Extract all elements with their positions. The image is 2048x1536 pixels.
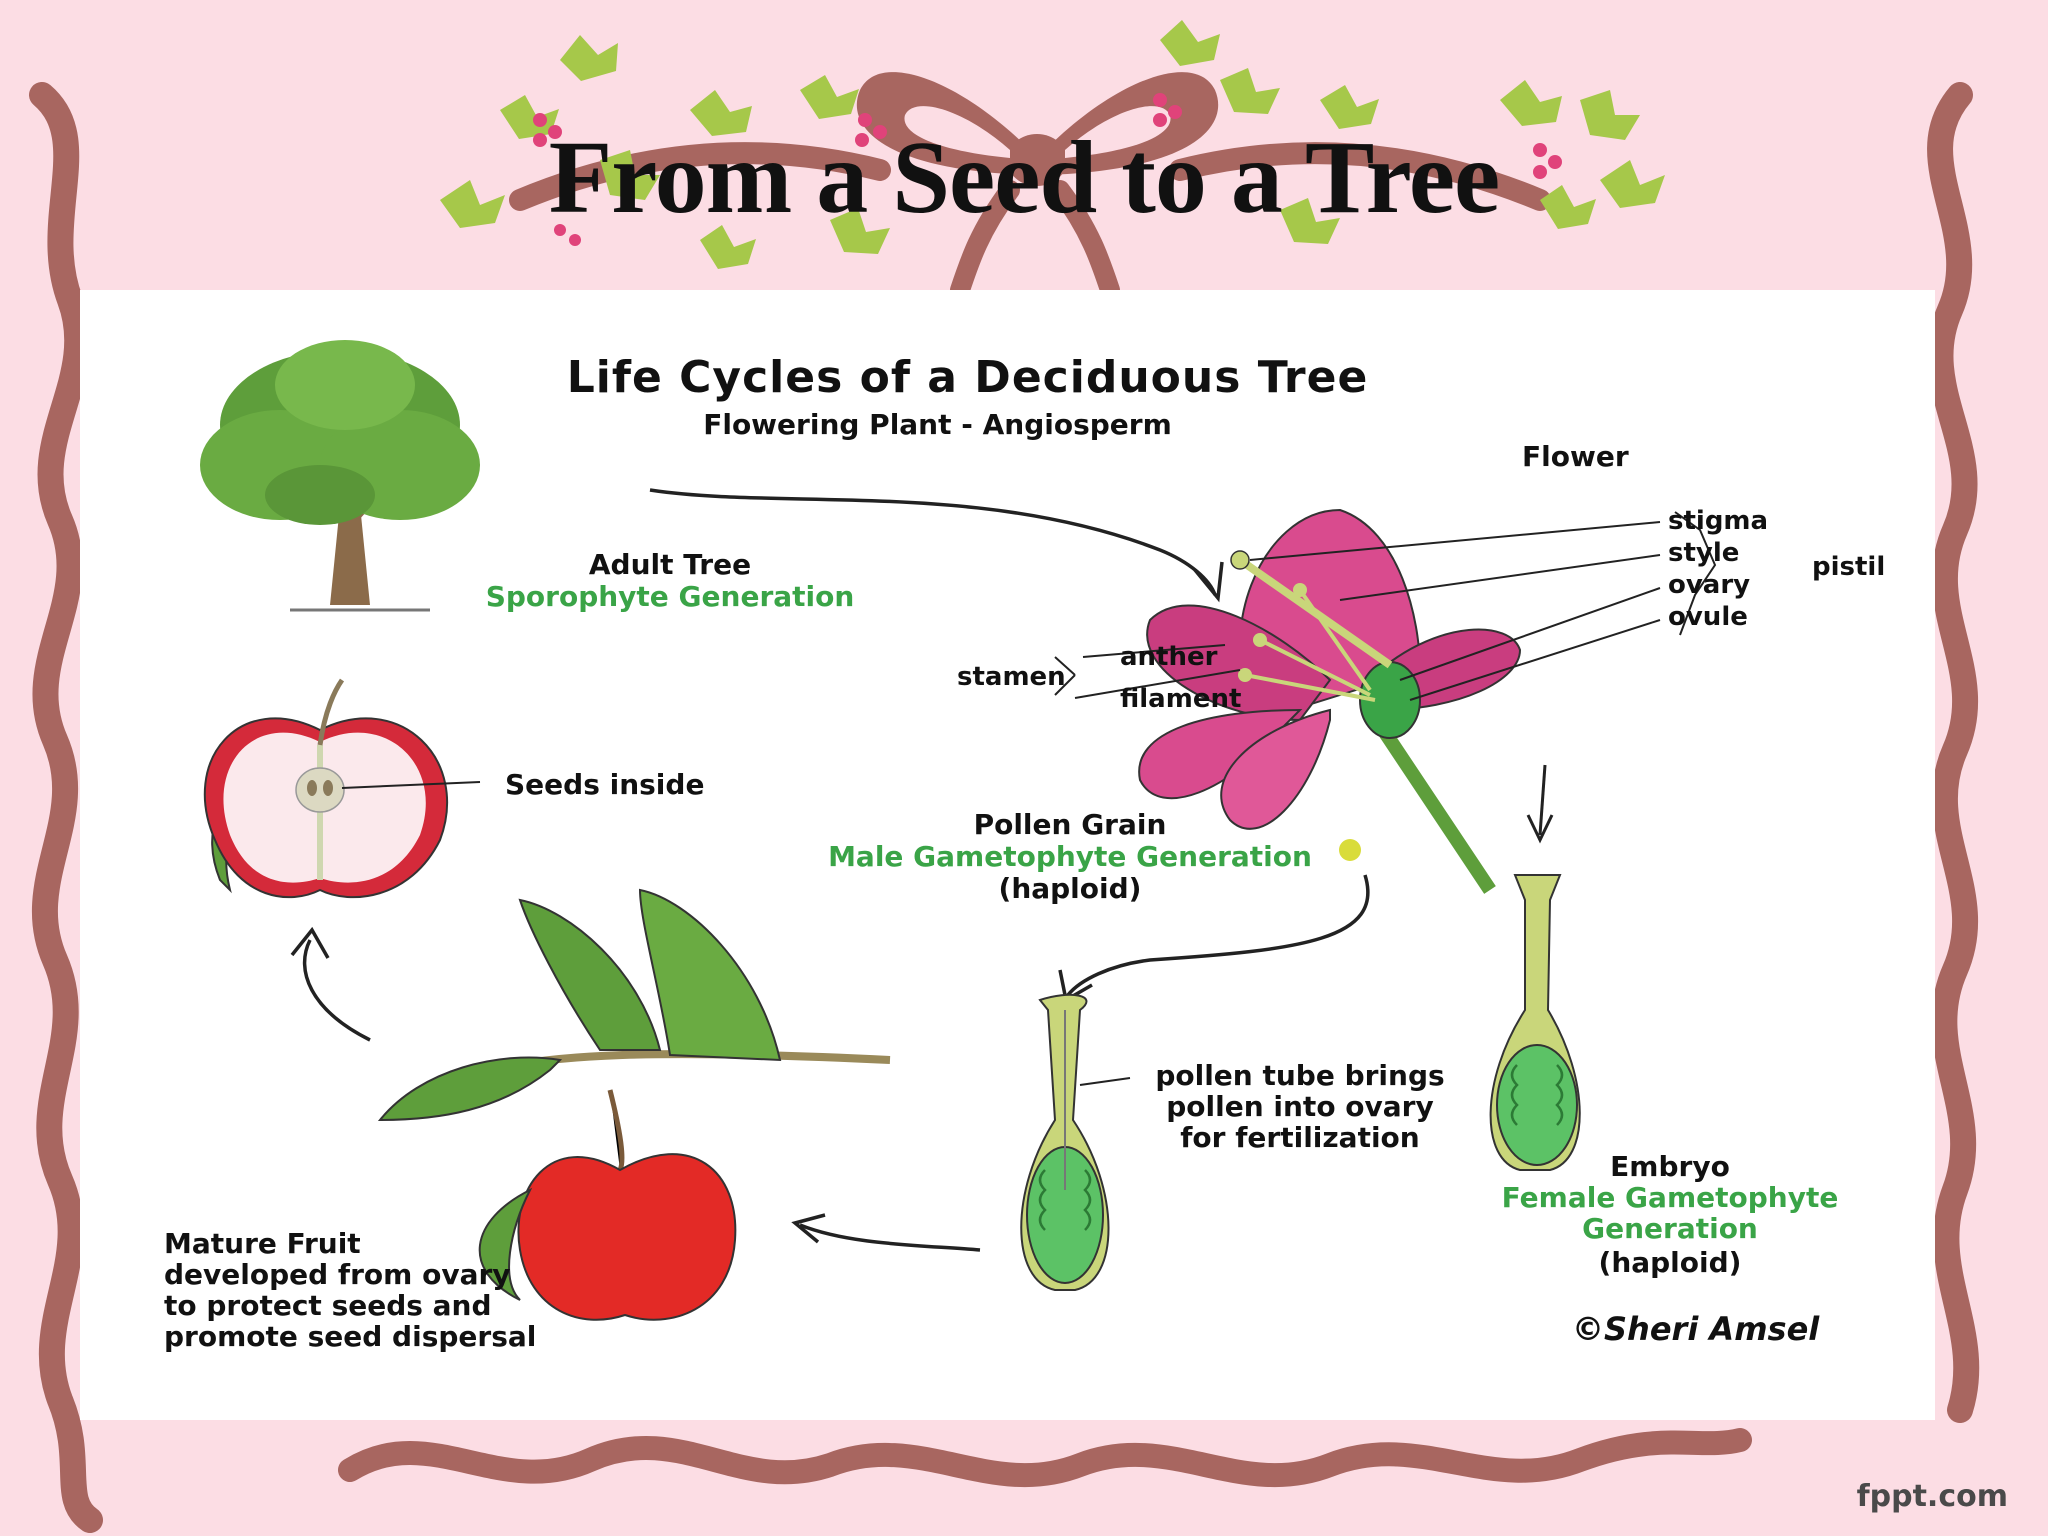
arrow-pistil-to-fruit xyxy=(799,1223,981,1252)
bottom-ribbon xyxy=(338,1428,1752,1488)
pistil-with-pollen-tube xyxy=(1020,993,1131,1291)
style-label: style xyxy=(1668,538,1740,568)
arrow-pollen-to-pistil xyxy=(1066,874,1370,997)
seeds-inside-label: Seeds inside xyxy=(505,768,705,801)
right-ribbon xyxy=(1927,82,1980,1423)
watermark: fppt.com xyxy=(1856,1479,2008,1514)
credit-label: ©Sheri Amsel xyxy=(1572,1310,1820,1348)
pollen-ploidy: (haploid) xyxy=(998,872,1142,905)
flower-label: Flower xyxy=(1522,440,1629,473)
pistil-label: pistil xyxy=(1812,552,1886,582)
arrow-flower-to-embryo xyxy=(1538,764,1547,836)
diagram-title: Life Cycles of a Deciduous Tree xyxy=(566,352,1369,403)
embryo-generation: Female Gametophyte Generation xyxy=(1501,1181,1839,1245)
ovary-label: ovary xyxy=(1668,570,1751,600)
pollen-tube-text: pollen tube brings pollen into ovary for… xyxy=(1155,1059,1445,1154)
stamen-label: stamen xyxy=(957,662,1066,692)
diagram-panel: Life Cycles of a Deciduous Tree Flowerin… xyxy=(80,290,1935,1420)
bow-tail-right xyxy=(1050,180,1120,300)
ovule-label: ovule xyxy=(1668,602,1748,632)
arrow-fruit-to-seeds xyxy=(302,939,371,1042)
stigma-label: stigma xyxy=(1668,506,1769,536)
pollen-grain-dot xyxy=(1339,839,1361,861)
arrow-tree-to-flower xyxy=(649,488,1217,596)
holly-berries xyxy=(533,93,1562,246)
embryo-ploidy: (haploid) xyxy=(1598,1246,1742,1279)
apple-half-illustration xyxy=(203,678,481,899)
embryo-pistil xyxy=(1489,874,1581,1171)
apple-branch-illustration xyxy=(377,888,891,1321)
diagram-illustrations xyxy=(200,340,1717,1321)
diagram-subtitle: Flowering Plant - Angiosperm xyxy=(703,408,1172,441)
pollen-grain-label: Pollen Grain xyxy=(973,808,1167,841)
adult-tree-label: Adult Tree xyxy=(588,548,752,581)
anther-label: anther xyxy=(1120,642,1218,672)
embryo-label: Embryo xyxy=(1610,1150,1730,1183)
top-ribbon xyxy=(509,142,1551,211)
slide-title: From a Seed to a Tree xyxy=(548,120,1500,235)
filament-label: filament xyxy=(1120,684,1242,714)
tree-illustration xyxy=(200,340,480,612)
bow-tail-left xyxy=(950,180,1020,300)
holly-decoration xyxy=(440,20,1665,269)
left-ribbon xyxy=(29,82,103,1533)
mature-fruit-text: Mature Fruit developed from ovary to pro… xyxy=(164,1227,537,1353)
pollen-generation: Male Gametophyte Generation xyxy=(828,840,1312,873)
adult-tree-generation: Sporophyte Generation xyxy=(485,580,855,613)
